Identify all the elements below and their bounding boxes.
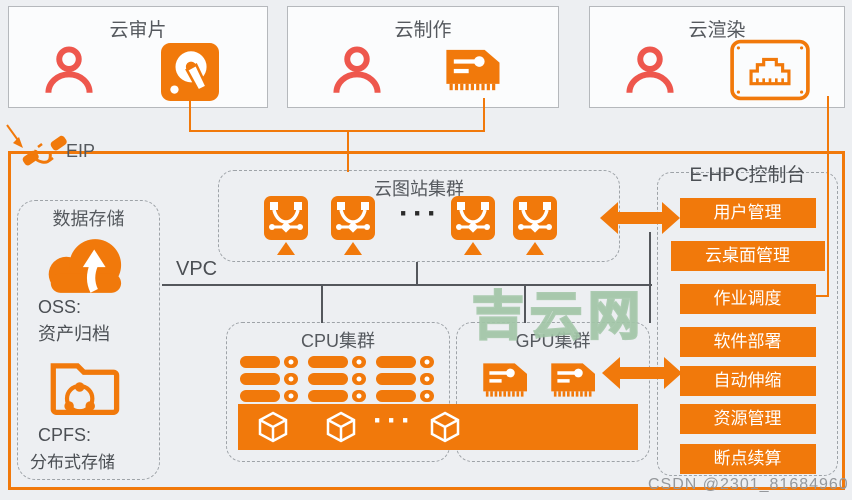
gpu-card-icon xyxy=(546,358,602,407)
storage-box: 数据存储 OSS: 资产归档 CPFS: 分布式存储 xyxy=(17,200,160,480)
service-title: 云审片 xyxy=(109,20,167,41)
connector-production-down xyxy=(483,98,485,131)
service-box-cloud-review: 云审片 xyxy=(8,6,268,108)
ellipsis-dots: ··· xyxy=(373,404,415,437)
server-stack-icon xyxy=(240,356,298,407)
user-person-icon xyxy=(624,45,676,100)
console-button-resource-management: 资源管理 xyxy=(679,404,816,434)
workstation-icon xyxy=(331,196,375,261)
container-cube-icon xyxy=(428,410,462,449)
cpu-cluster-box: CPU集群 xyxy=(226,322,450,462)
connector-horizontal xyxy=(189,130,485,132)
network-port-icon xyxy=(730,39,810,106)
console-button-cloud-desktop: 云桌面管理 xyxy=(670,241,825,271)
gpu-cluster-box: GPU集群 xyxy=(456,322,650,462)
server-stack-icon xyxy=(376,356,434,407)
gpu-cluster-title: GPU集群 xyxy=(515,331,591,351)
workstation-icon xyxy=(451,196,495,261)
server-stack-icon xyxy=(308,356,366,407)
corner-pointer-arrow-icon xyxy=(5,123,29,158)
bidirectional-arrow-icon xyxy=(599,201,681,240)
oss-label: OSS: xyxy=(38,297,82,317)
service-title: 云制作 xyxy=(394,20,452,41)
workstation-cluster-title: 云图站集群 xyxy=(374,179,464,199)
network-branch-workstations xyxy=(416,262,418,284)
network-branch-right xyxy=(649,232,651,323)
cloud-review-disc-icon xyxy=(161,43,219,106)
container-runtime-bar: ··· xyxy=(238,404,638,450)
connector-to-workstations xyxy=(347,130,349,172)
csdn-watermark: CSDN @2301_81684960 xyxy=(648,476,849,493)
service-box-cloud-production: 云制作 xyxy=(287,6,559,108)
console-title: E-HPC控制台 xyxy=(689,165,806,186)
network-branch-gpu xyxy=(524,286,526,323)
gpu-card-icon xyxy=(478,358,534,407)
cpfs-label: CPFS: xyxy=(38,425,92,445)
console-button-user-management: 用户管理 xyxy=(679,198,816,228)
connector-review-down xyxy=(189,98,191,131)
ellipsis-dots: ··· xyxy=(399,197,441,230)
console-button-checkpoint-resume: 断点续算 xyxy=(679,444,816,474)
vpc-network-line xyxy=(162,284,652,286)
user-person-icon xyxy=(43,45,95,100)
eip-plug-icon xyxy=(22,133,68,178)
console-button-auto-scaling: 自动伸缩 xyxy=(679,366,816,396)
console-button-job-scheduling: 作业调度 xyxy=(679,284,816,314)
container-cube-icon xyxy=(324,410,358,449)
cpfs-description: 分布式存储 xyxy=(30,453,115,472)
service-title: 云渲染 xyxy=(688,20,746,41)
bidirectional-arrow-icon xyxy=(601,356,683,395)
workstation-icon xyxy=(264,196,308,261)
eip-label: EIP xyxy=(66,141,96,161)
oss-cloud-upload-icon xyxy=(42,235,134,300)
service-box-cloud-rendering: 云渲染 xyxy=(589,6,845,108)
vpc-label: VPC xyxy=(176,258,218,280)
console-panel: 用户管理 云桌面管理 作业调度 软件部署 自动伸缩 资源管理 断点续算 xyxy=(657,172,838,476)
oss-description: 资产归档 xyxy=(38,324,110,344)
cpu-cluster-title: CPU集群 xyxy=(300,331,375,351)
container-cube-icon xyxy=(256,410,290,449)
console-button-software-deploy: 软件部署 xyxy=(679,327,816,357)
gpu-card-icon xyxy=(440,43,508,102)
cpfs-shared-folder-icon xyxy=(48,353,124,426)
workstation-icon xyxy=(513,196,557,261)
user-person-icon xyxy=(331,45,383,100)
network-branch-cpu xyxy=(321,286,323,323)
workstation-cluster-box: 云图站集群 ··· xyxy=(218,170,620,262)
vpc-boundary-box xyxy=(8,151,845,490)
storage-title: 数据存储 xyxy=(52,209,125,229)
connector-to-scheduler xyxy=(813,295,829,297)
connector-rendering-down xyxy=(827,96,829,297)
